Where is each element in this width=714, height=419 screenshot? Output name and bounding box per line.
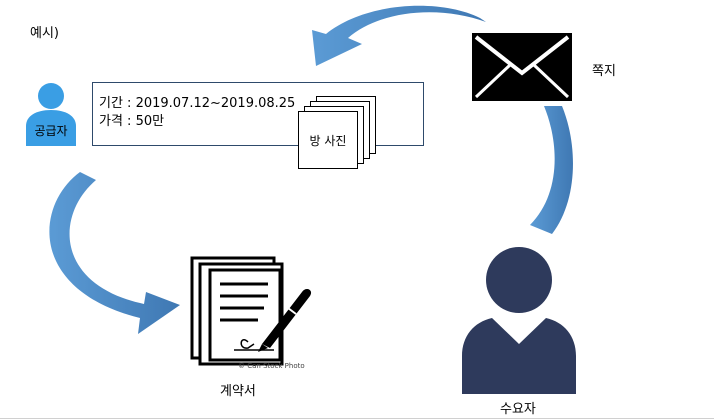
price-text: 가격 : 50만 [99, 114, 165, 129]
envelope-icon [472, 33, 572, 101]
room-photos-stack: 방 사진 [296, 96, 376, 170]
supplier-label: 공급자 [34, 124, 68, 138]
period-text: 기간 : 2019.07.12~2019.08.25 [99, 96, 296, 111]
arrow-message-to-supplier [312, 5, 486, 66]
photo-card: 방 사진 [298, 111, 358, 169]
arrow-message-to-consumer [530, 106, 573, 234]
contract-watermark: © Can Stock Photo [238, 362, 305, 370]
example-label: 예시) [30, 26, 59, 41]
contract-label: 계약서 [220, 384, 256, 399]
consumer-label: 수요자 [500, 402, 536, 417]
consumer-person-icon [462, 247, 576, 394]
message-label: 쪽지 [592, 64, 616, 79]
arrow-supplier-to-contract [49, 172, 180, 334]
contract-document-icon [190, 256, 312, 366]
supplier-person-icon [26, 83, 76, 146]
supplier: 공급자 [22, 82, 80, 148]
room-photos-label: 방 사진 [309, 134, 347, 148]
